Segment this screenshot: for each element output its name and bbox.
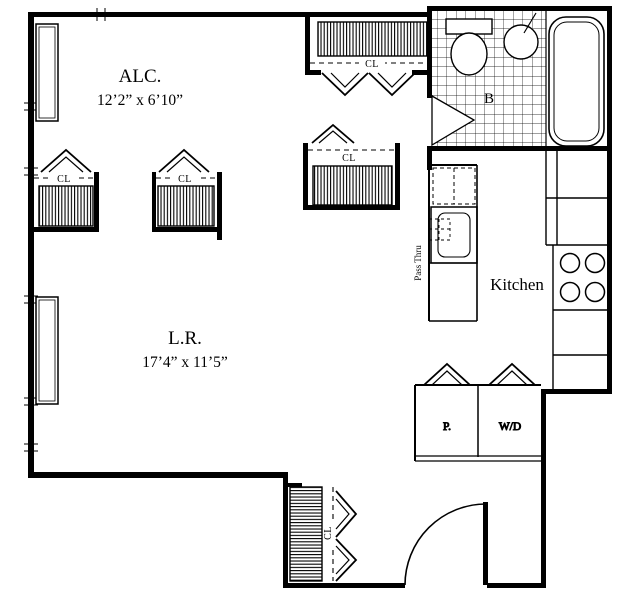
closet-top: CL [310, 21, 429, 97]
closet-label: CL [342, 153, 356, 164]
bifold-door-icon [368, 72, 416, 97]
alcove-label: ALC. [119, 66, 162, 87]
radiator-enclosures [35, 23, 59, 405]
closet-door-icon [158, 148, 210, 173]
closet-door-icon [423, 362, 471, 386]
pass-thru-counter [428, 164, 478, 322]
washer-dryer-label: W/D [499, 421, 521, 433]
window-ticks [24, 8, 106, 452]
closet-label: CL [57, 174, 71, 185]
closet-label: CL [323, 526, 334, 540]
pantry-label: P. [443, 421, 451, 433]
closet-left-b: CL [156, 148, 217, 227]
door-swing-arc [404, 503, 487, 586]
closet-door-icon [311, 123, 355, 144]
closet-rod-hatch [157, 185, 215, 227]
bathroom-label: B [484, 91, 494, 107]
closet-rod-hatch [312, 165, 393, 206]
kitchen-label: Kitchen [490, 275, 544, 294]
bathtub-icon [548, 16, 605, 147]
bifold-door-icon [335, 490, 358, 538]
bathroom-door [431, 94, 476, 147]
closet-label: CL [365, 59, 379, 70]
closet-entry: CL [289, 486, 358, 582]
living-room-label: L.R. [168, 328, 202, 349]
entry-door [404, 502, 488, 586]
closet-rod-hatch [317, 21, 429, 57]
stove-burners-icon [559, 252, 606, 303]
pass-thru-label: Pass Thru [413, 245, 423, 281]
door-leaf [483, 502, 488, 585]
kitchen: Pass Thru Kitchen [413, 151, 607, 389]
bifold-door-icon [321, 72, 369, 97]
closet-door-icon [488, 362, 536, 386]
walls [28, 6, 612, 588]
closet-door-icon [40, 148, 92, 173]
utility-closets: P. W/D [414, 362, 541, 462]
living-room-dims: 17’4” x 11’5” [142, 354, 228, 371]
room-labels: ALC. 12’2” x 6’10” L.R. 17’4” x 11’5” [97, 66, 228, 371]
closet-hall: CL [308, 123, 394, 206]
closet-rod-hatch [38, 185, 94, 227]
bifold-door-icon [335, 538, 358, 582]
closet-left-a: CL [34, 148, 94, 227]
closet-rod-hatch [289, 486, 323, 582]
toilet-icon [445, 18, 493, 76]
bathroom: B [431, 11, 605, 147]
closet-label: CL [178, 174, 192, 185]
kitchen-counters [545, 151, 607, 389]
alcove-dims: 12’2” x 6’10” [97, 92, 183, 109]
sink-icon [503, 12, 539, 60]
